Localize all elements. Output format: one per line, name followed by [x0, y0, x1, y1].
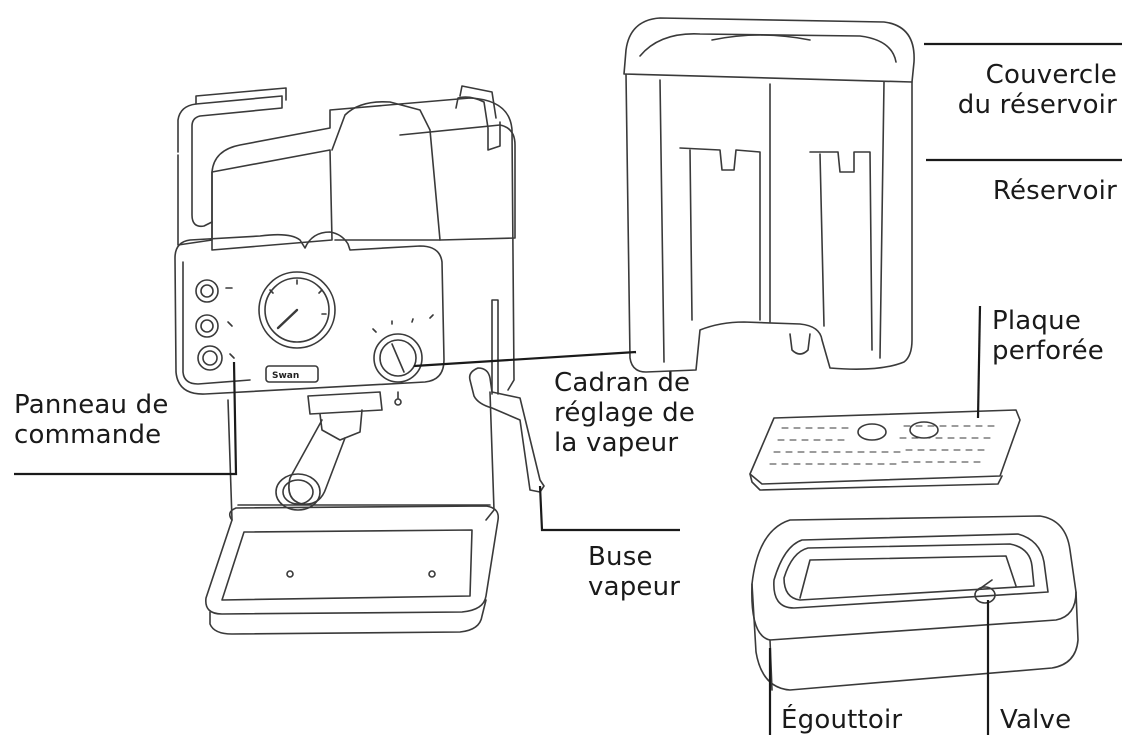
label-valve: Valve [1000, 705, 1072, 735]
leader-cadran [413, 350, 637, 368]
espresso-machine-drawing: Swan [174, 85, 545, 635]
label-plaque-perforee: Plaque perforée [992, 306, 1104, 366]
water-tank-drawing [623, 17, 915, 373]
label-couvercle-du-reservoir: Couvercle du réservoir [957, 60, 1117, 120]
label-cadran-reglage-vapeur: Cadran de réglage de la vapeur [554, 368, 696, 458]
leader-plaque [976, 305, 982, 419]
leader-panneau [14, 361, 238, 476]
leader-buse [538, 485, 680, 532]
brand-logo-text: Swan [272, 371, 299, 381]
label-reservoir: Réservoir [992, 176, 1117, 206]
perforated-plate-drawing [749, 409, 1021, 491]
leader-lines [14, 42, 1122, 735]
label-buse-vapeur: Buse vapeur [588, 542, 681, 602]
label-egouttoir: Égouttoir [781, 705, 903, 735]
drip-tray-drawing [751, 515, 1079, 691]
label-panneau-de-commande: Panneau de commande [14, 390, 169, 450]
